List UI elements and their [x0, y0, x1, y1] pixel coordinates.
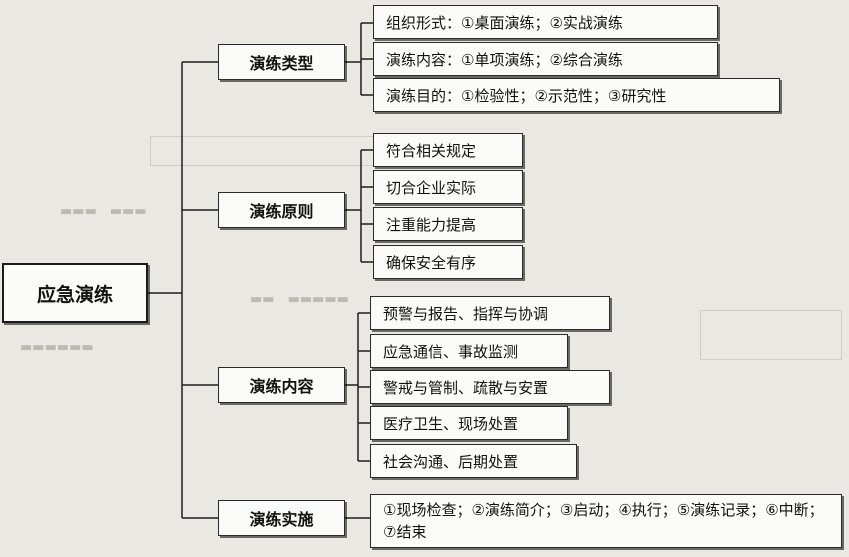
- leaf-principle-regulation: 符合相关规定: [373, 133, 523, 167]
- leaf-type-organization: 组织形式：①桌面演练；②实战演练: [373, 5, 718, 39]
- leaf-type-content: 演练内容：①单项演练；②综合演练: [373, 42, 718, 76]
- leaf-principle-practical: 切合企业实际: [373, 170, 523, 204]
- branch-node-type: 演练类型: [218, 44, 345, 80]
- root-node: 应急演练: [2, 263, 148, 323]
- background-ghost-box: [700, 310, 842, 360]
- leaf-content-warning: 预警与报告、指挥与协调: [370, 296, 610, 330]
- background-ghost-text: ▬▬ ▬▬▬▬▬: [250, 292, 349, 307]
- branch-node-implementation: 演练实施: [218, 500, 345, 536]
- leaf-principle-capability: 注重能力提高: [373, 207, 523, 241]
- leaf-content-medical: 医疗卫生、现场处置: [370, 406, 568, 440]
- branch-node-content: 演练内容: [218, 367, 345, 403]
- leaf-content-communication: 应急通信、事故监测: [370, 334, 568, 368]
- branch-node-principle: 演练原则: [218, 192, 345, 228]
- leaf-content-aftermath: 社会沟通、后期处置: [370, 444, 577, 478]
- leaf-principle-safety: 确保安全有序: [373, 245, 523, 279]
- leaf-type-purpose: 演练目的：①检验性；②示范性；③研究性: [373, 78, 780, 112]
- leaf-content-cordon: 警戒与管制、疏散与安置: [370, 370, 610, 404]
- background-ghost-text: ▬▬▬▬▬▬: [20, 340, 94, 355]
- background-ghost-text: ▬▬▬ ▬▬▬: [60, 204, 147, 219]
- leaf-implementation-steps: ①现场检查；②演练简介；③启动；④执行；⑤演练记录；⑥中断；⑦结束: [370, 494, 842, 548]
